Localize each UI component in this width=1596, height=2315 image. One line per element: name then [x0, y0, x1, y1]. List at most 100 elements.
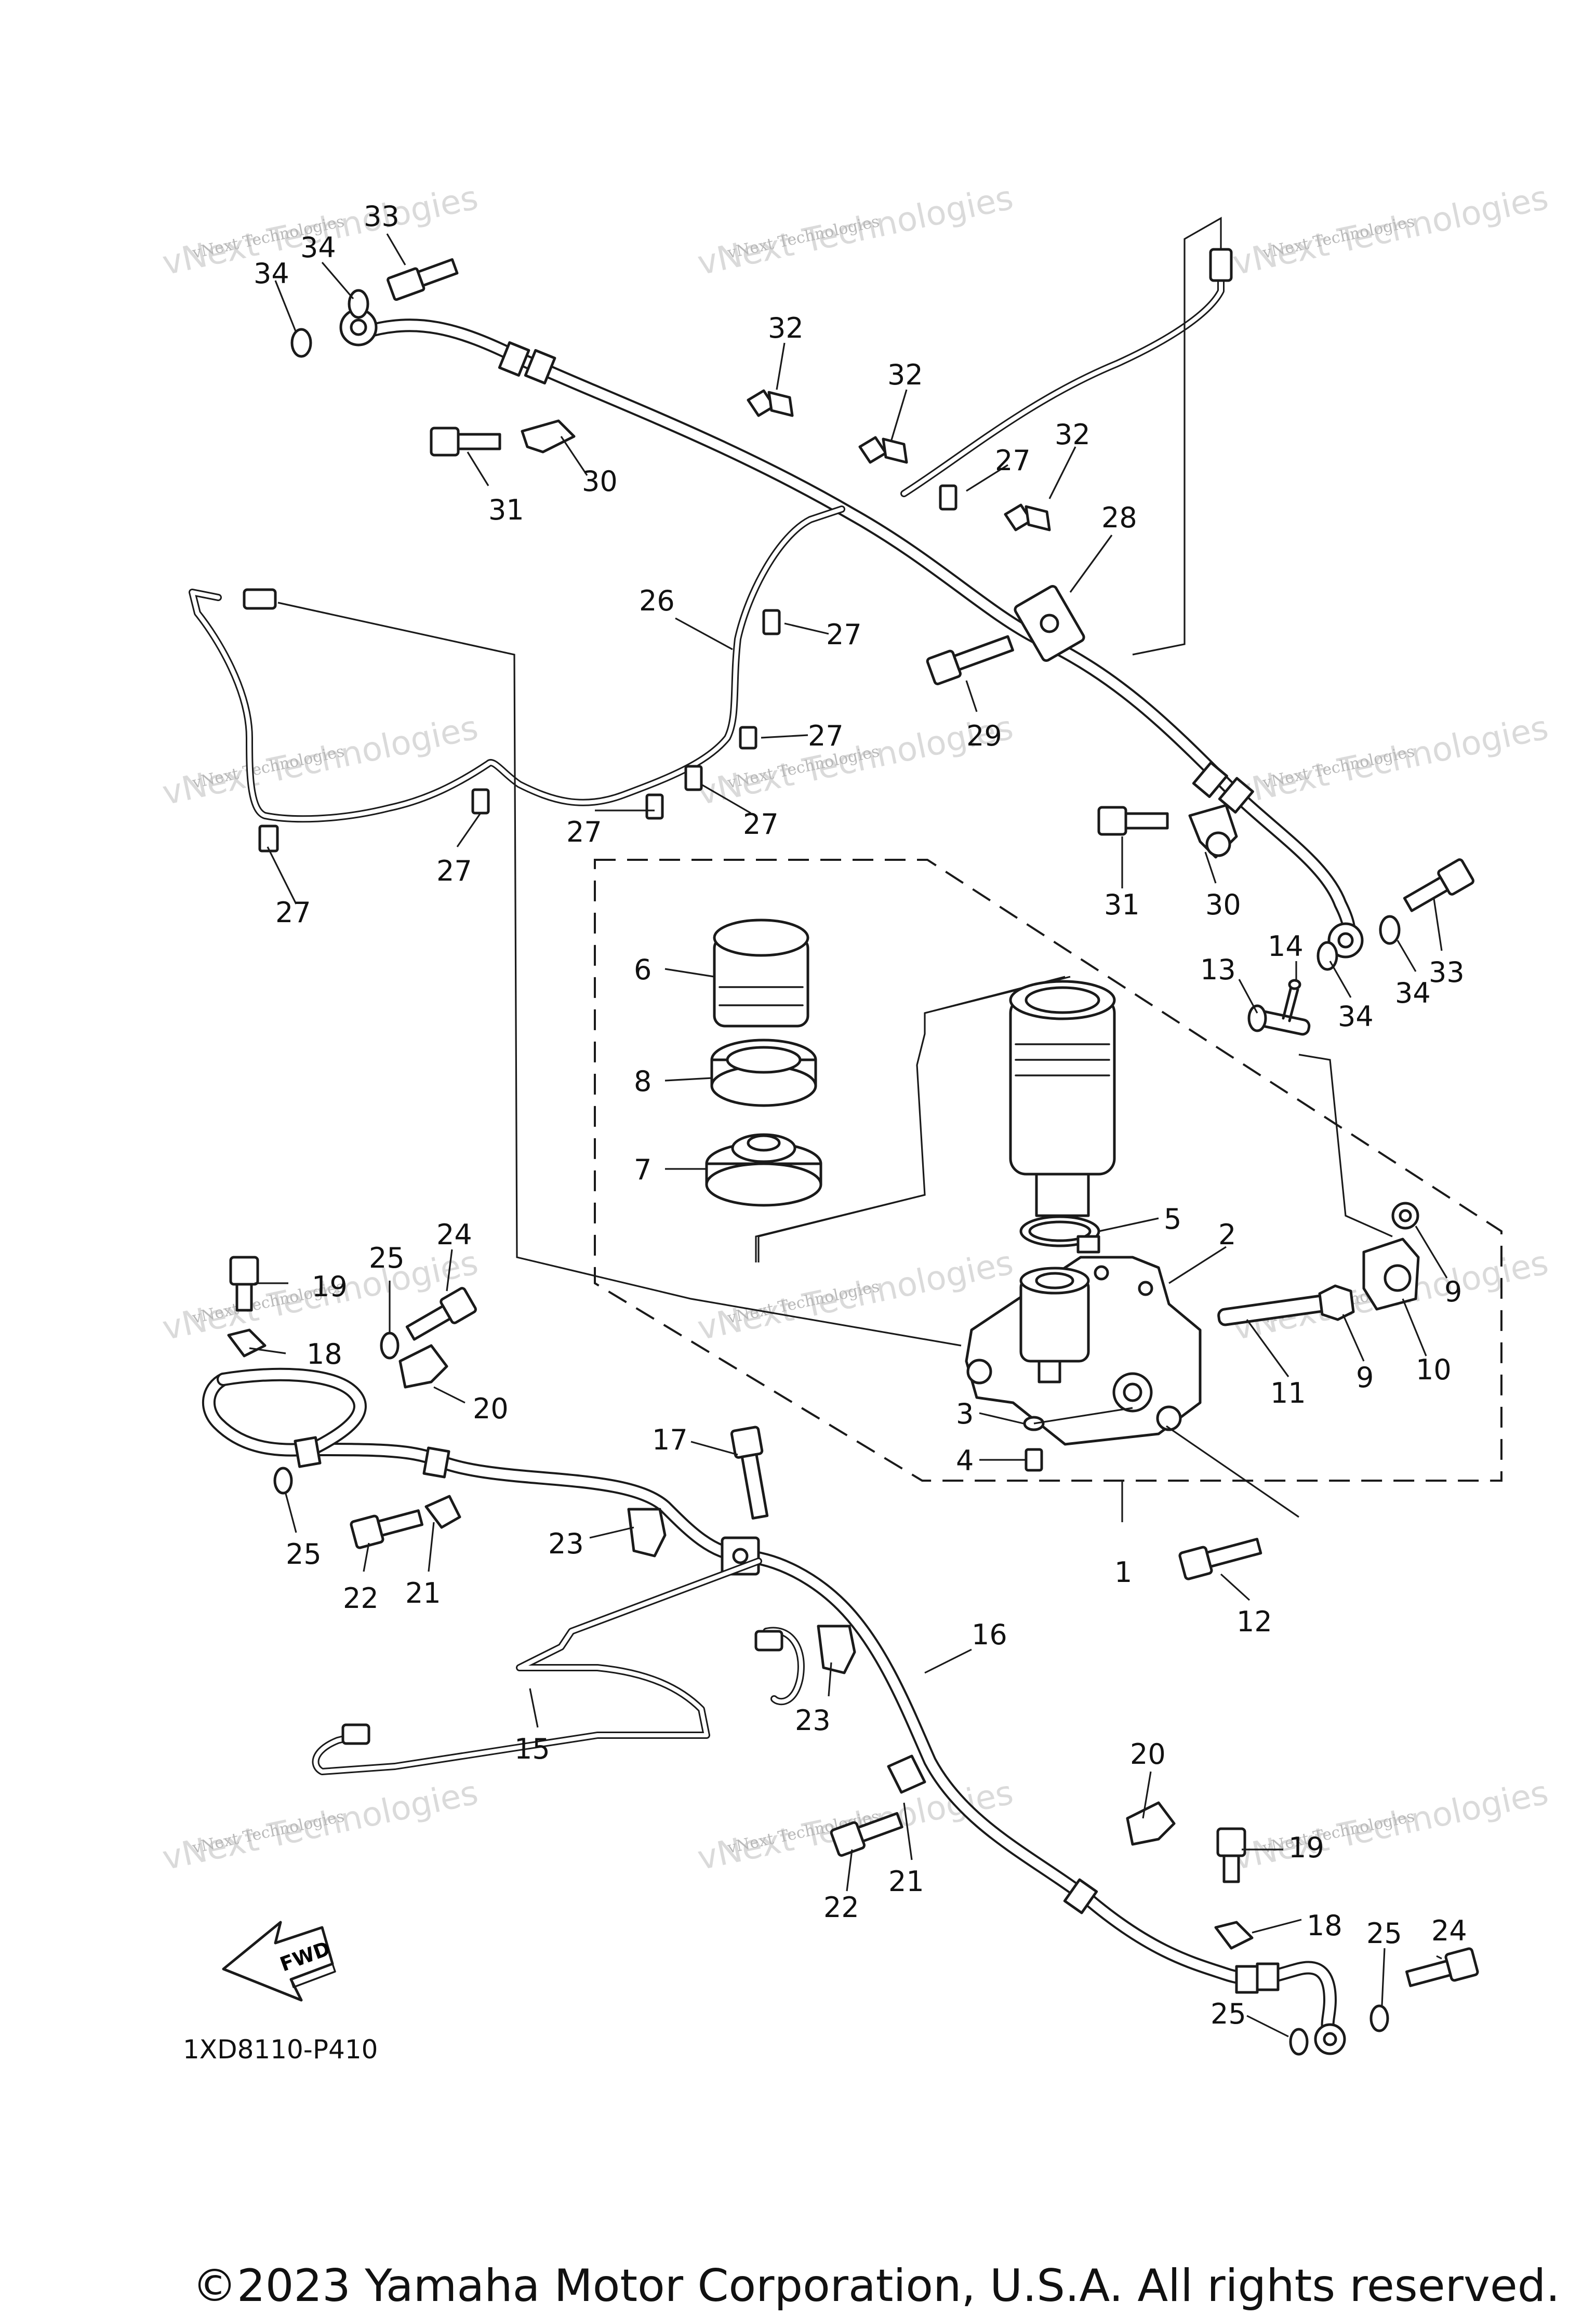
callout-8: 8 [634, 1065, 651, 1098]
bleeder-screw [1023, 1416, 1045, 1472]
hose-clamp-5 [1019, 1215, 1100, 1254]
callout-16: 16 [972, 1618, 1007, 1651]
lower-brake-hose-16 [202, 1367, 1346, 2055]
brake-pipe-15 [312, 1558, 805, 1775]
locknut-9b [1391, 1202, 1419, 1230]
callout-30: 30 [1205, 888, 1241, 921]
callout-12: 12 [1236, 1605, 1272, 1638]
callout-9: 9 [1444, 1275, 1462, 1308]
callout-24: 24 [436, 1218, 472, 1251]
leader-reservoir-to-tank [924, 976, 1066, 1014]
leader-pipe-to-cylinder [277, 602, 962, 1347]
callout-27: 27 [275, 896, 311, 929]
callout-32: 32 [1055, 418, 1090, 451]
washers [273, 289, 1401, 2056]
callout-27: 27 [566, 816, 602, 848]
callout-23: 23 [795, 1704, 831, 1737]
reservoir-tank [1009, 980, 1116, 1217]
clamps [227, 1328, 1254, 1950]
callout-leaders [249, 233, 1448, 2038]
callout-13: 13 [1200, 953, 1236, 986]
callout-27: 27 [995, 444, 1031, 477]
callout-31: 31 [488, 494, 524, 526]
cotter-pin-14 [1282, 979, 1301, 1022]
callout-32: 32 [768, 312, 804, 344]
callout-21: 21 [888, 1865, 924, 1898]
diaphragm-7 [705, 1133, 822, 1207]
callout-34: 34 [1395, 977, 1431, 1009]
leader-cotter-pin [1298, 1054, 1393, 1238]
callout-14: 14 [1268, 930, 1304, 963]
clips [258, 389, 1051, 853]
diaphragm-holder-8 [710, 1039, 817, 1107]
callout-20: 20 [1130, 1738, 1166, 1771]
brake-pipe-upper-right [900, 217, 1233, 656]
watermark: vNext Technologies vNext Technologies [1229, 179, 1551, 283]
callout-32: 32 [887, 358, 923, 391]
callout-24: 24 [1431, 1914, 1467, 1947]
callout-31: 31 [1104, 888, 1140, 921]
callout-26: 26 [639, 584, 675, 617]
callout-19: 19 [312, 1270, 348, 1303]
callout-22: 22 [343, 1582, 379, 1615]
callout-11: 11 [1270, 1377, 1306, 1409]
master-cylinder-2 [965, 1256, 1202, 1446]
callout-22: 22 [823, 1891, 859, 1924]
callout-5: 5 [1164, 1203, 1181, 1235]
callout-18: 18 [307, 1338, 342, 1371]
leader-reservoir-group [757, 1194, 925, 1262]
copyright-text: ©2023 Yamaha Motor Corporation, U.S.A. A… [192, 2260, 1560, 2312]
locknut-9 [1318, 1284, 1355, 1321]
callout-34: 34 [1338, 1000, 1374, 1033]
callout-34: 34 [300, 231, 336, 264]
clevis-10 [1362, 1238, 1420, 1311]
callout-1: 1 [1114, 1556, 1132, 1589]
watermark: vNext Technologies vNext Technologies [1229, 1774, 1551, 1878]
watermark: vNext Technologies vNext Technologies [159, 1774, 481, 1878]
callout-27: 27 [808, 720, 844, 752]
callout-28: 28 [1101, 501, 1137, 534]
callout-6: 6 [634, 953, 651, 986]
callout-21: 21 [405, 1577, 441, 1609]
callout-25: 25 [369, 1242, 405, 1274]
upper-brake-hose [339, 308, 1364, 959]
callout-27: 27 [436, 855, 472, 887]
callout-33: 33 [1429, 956, 1465, 989]
fwd-arrow-icon: FWD [222, 1921, 336, 2002]
callout-27: 27 [826, 618, 862, 651]
leader-assembly-bracket [1033, 1407, 1299, 1518]
callout-4: 4 [956, 1444, 974, 1477]
callout-25: 25 [286, 1538, 322, 1571]
diagram-code: 1XD8110-P410 [183, 2034, 378, 2065]
watermark: vNext Technologies vNext Technologies [1229, 709, 1551, 813]
callout-25: 25 [1211, 1998, 1246, 2030]
callout-10: 10 [1416, 1353, 1452, 1386]
callout-33: 33 [364, 200, 400, 233]
master-cylinder-assembly-outline [594, 859, 1502, 1482]
hose-joint-28 [1014, 584, 1085, 662]
callout-25: 25 [1366, 1917, 1402, 1950]
bolts [229, 258, 1479, 1987]
brake-pipe-26 [189, 505, 845, 823]
callout-34: 34 [254, 257, 289, 290]
clevis-pin-13 [1247, 1004, 1311, 1036]
callout-3: 3 [956, 1398, 974, 1430]
callout-15: 15 [514, 1733, 550, 1765]
callout-29: 29 [966, 720, 1002, 752]
brackets-30 [521, 419, 1238, 859]
callouts: 33 34 34 32 32 32 27 28 31 30 26 27 29 2… [254, 200, 1467, 2030]
callout-19: 19 [1288, 1831, 1324, 1864]
callout-27: 27 [743, 808, 779, 841]
callout-23: 23 [548, 1527, 584, 1560]
callout-17: 17 [652, 1423, 688, 1456]
callout-7: 7 [634, 1153, 651, 1186]
callout-9: 9 [1356, 1361, 1374, 1394]
callout-2: 2 [1218, 1218, 1236, 1251]
callout-30: 30 [582, 465, 618, 498]
watermark: vNext Technologies vNext Technologies [694, 179, 1016, 283]
callout-18: 18 [1307, 1909, 1342, 1942]
reservoir-cap-6 [713, 919, 809, 1028]
callout-20: 20 [473, 1392, 509, 1425]
watermark: vNext Technologies vNext Technologies [694, 1244, 1016, 1348]
